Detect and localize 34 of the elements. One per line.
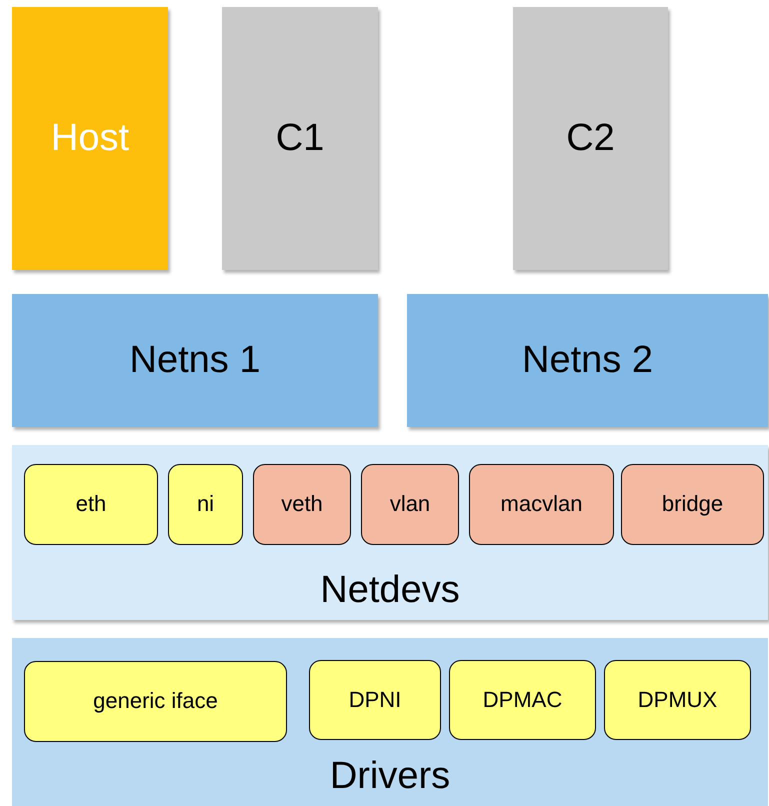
device-box [469,464,614,545]
container-box [222,7,378,270]
host-box [12,7,168,270]
layer-panel [12,638,768,806]
namespace-box [12,294,378,427]
node-label: DPMUX [638,688,718,712]
node-label: macvlan [500,492,582,517]
device-box [24,661,287,742]
device-box [24,464,158,545]
node-label: vlan [390,492,430,517]
node-label: eth [76,492,106,517]
container-box [513,7,668,270]
device-box [449,660,596,740]
namespace-box [407,294,768,427]
node-label: generic iface [93,689,218,714]
layer-panel [12,445,768,620]
device-box [168,464,243,545]
node-label: Netns 2 [522,340,653,382]
device-box [621,464,764,545]
node-label: C1 [276,118,324,160]
layer-title: Netdevs [320,570,460,612]
layer-title: Drivers [330,756,450,798]
node-label: C2 [566,118,615,160]
node-label: veth [281,492,323,517]
device-box [253,464,351,545]
node-label: ni [196,492,214,517]
device-box [361,464,459,545]
node-label: bridge [662,492,724,517]
node-label: Host [50,118,130,160]
device-box [604,660,751,740]
node-label: DPNI [348,688,402,712]
node-label: Netns 1 [130,340,260,382]
node-label: DPMAC [482,688,562,712]
device-box [309,660,441,740]
